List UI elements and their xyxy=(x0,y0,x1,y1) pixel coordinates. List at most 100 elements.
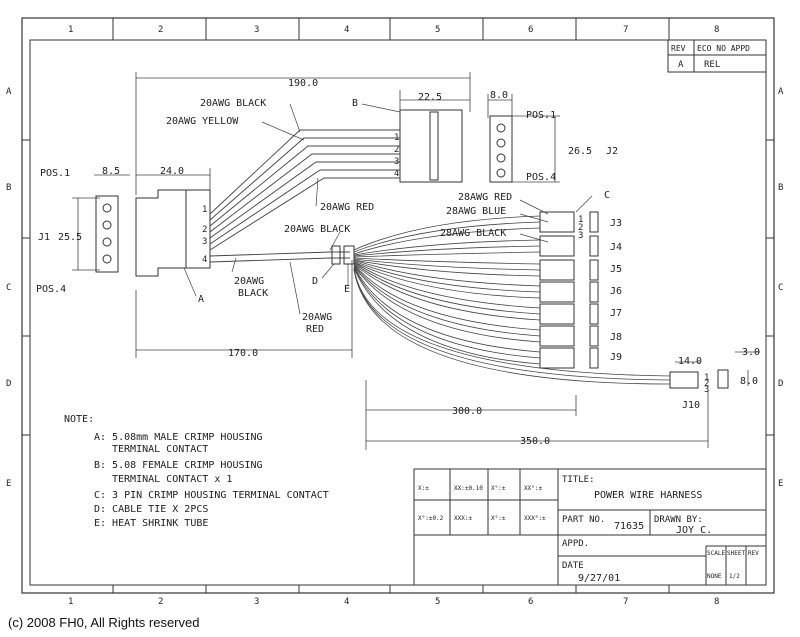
zone-top-2: 2 xyxy=(158,25,163,35)
part-value: 71635 xyxy=(614,521,644,532)
side-zone-letters: A B C D E A B C D E xyxy=(6,87,784,489)
zone-right-d: D xyxy=(778,379,783,389)
label-28awg-red: 28AWG RED xyxy=(458,192,512,203)
leader-lines xyxy=(183,103,593,315)
callout-a: A xyxy=(198,294,204,305)
branch-wires xyxy=(353,215,671,385)
zone-bottom-2: 2 xyxy=(158,597,163,607)
dim-170: 170.0 xyxy=(228,348,258,359)
zone-top-3: 3 xyxy=(254,25,259,35)
connector-j2-face xyxy=(489,115,513,183)
c-pin-1: 1 xyxy=(578,215,583,225)
note-a-1: A: 5.08mm MALE CRIMP HOUSING xyxy=(94,432,263,443)
label-20awg-yellow: 20AWG YELLOW xyxy=(166,116,239,127)
small-connectors xyxy=(539,211,729,389)
note-a-2: TERMINAL CONTACT xyxy=(112,444,208,455)
label-20awg-black-3b: BLACK xyxy=(238,288,268,299)
zone-bottom-1: 1 xyxy=(68,597,73,607)
j7-label: J7 xyxy=(610,308,622,319)
j2-pos1-label: POS.1 xyxy=(526,110,556,121)
dim-8-5: 8.5 xyxy=(102,166,120,177)
j10-label: J10 xyxy=(682,400,700,411)
j2-label: J2 xyxy=(606,146,618,157)
date-value: 9/27/01 xyxy=(578,573,620,584)
zone-right-e: E xyxy=(778,479,783,489)
j5-label: J5 xyxy=(610,264,622,275)
sheet-value: 1/2 xyxy=(729,573,740,580)
note-e: E: HEAT SHRINK TUBE xyxy=(94,518,208,529)
a-pin-1: 1 xyxy=(202,205,207,215)
notes-block: NOTE: A: 5.08mm MALE CRIMP HOUSING TERMI… xyxy=(64,414,329,529)
zone-left-a: A xyxy=(6,87,12,97)
note-b-2: TERMINAL CONTACT x 1 xyxy=(112,474,232,485)
connector-a-housing: 1 3 2 4 xyxy=(135,189,211,277)
label-20awg-red: 20AWG RED xyxy=(320,202,374,213)
zone-right-b: B xyxy=(778,183,783,193)
zone-top-8: 8 xyxy=(714,25,719,35)
dim-8-0-j2: 8.0 xyxy=(490,90,508,101)
zone-left-b: B xyxy=(6,183,11,193)
drawn-label: DRAWN BY: xyxy=(654,515,703,525)
zone-top-7: 7 xyxy=(623,25,628,35)
j1-label: J1 xyxy=(38,232,50,243)
part-label: PART NO. xyxy=(562,515,605,525)
copyright-text: (c) 2008 FH0, All Rights reserved xyxy=(8,615,200,630)
label-20awg-red-2a: 20AWG xyxy=(302,312,332,323)
note-b-1: B: 5.08 FEMALE CRIMP HOUSING xyxy=(94,460,263,471)
connector-b-housing: 1 2 3 4 xyxy=(394,109,463,183)
dim-25-5: 25.5 xyxy=(58,232,82,243)
j2-pos4-label: POS.4 xyxy=(526,172,556,183)
splice-tie xyxy=(331,245,355,265)
b-pin-2: 2 xyxy=(394,145,399,155)
notes-heading: NOTE: xyxy=(64,414,94,425)
dim-8-0-j10: 8.0 xyxy=(740,376,758,387)
zone-top-6: 6 xyxy=(528,25,533,35)
j10-pin-3: 3 xyxy=(704,385,709,395)
c-pin-3: 3 xyxy=(578,231,583,241)
zone-bottom-5: 5 xyxy=(435,597,440,607)
appd-label: APPD. xyxy=(562,539,589,549)
label-20awg-black-2: 20AWG BLACK xyxy=(284,224,350,235)
zone-right-a: A xyxy=(778,87,784,97)
dim-14-0: 14.0 xyxy=(678,356,702,367)
title-block-text: X:± XX:±0.10 X°:± XX°:± X°:±0.2 XXX:± X°… xyxy=(418,475,759,584)
date-label: DATE xyxy=(562,561,584,571)
zone-bottom-3: 3 xyxy=(254,597,259,607)
a-pin-3: 3 xyxy=(202,237,207,247)
tol-4: XX°:± xyxy=(524,485,542,492)
zone-left-c: C xyxy=(6,283,11,293)
label-28awg-black: 28AWG BLACK xyxy=(440,228,506,239)
wire-labels: 20AWG BLACK 20AWG YELLOW 20AWG RED 20AWG… xyxy=(166,98,512,335)
tol-1: X:± xyxy=(418,485,429,492)
tol-6: XXX:± xyxy=(454,515,472,522)
dim-22-5: 22.5 xyxy=(418,92,442,103)
bottom-zone-numbers: 1 2 3 4 5 6 7 8 xyxy=(68,597,719,607)
title-label: TITLE: xyxy=(562,475,595,485)
callout-letters: A B C D E xyxy=(198,98,610,305)
connector-j1-face xyxy=(95,195,119,273)
dim-190: 190.0 xyxy=(288,78,318,89)
j9-label: J9 xyxy=(610,352,622,363)
rel-value: REL xyxy=(704,60,720,70)
title-block xyxy=(413,468,767,586)
label-20awg-black: 20AWG BLACK xyxy=(200,98,266,109)
revision-block: REV ECO NO APPD A REL xyxy=(667,39,767,73)
connector-labels: J3 J4 J5 J6 J7 J8 J9 J10 xyxy=(610,218,700,411)
dimension-texts: 190.0 22.5 8.0 26.5 8.5 24.0 25.5 170.0 … xyxy=(58,78,760,447)
tol-7: X°:± xyxy=(491,515,506,522)
main-wire-bundle xyxy=(209,129,400,263)
j1-pos1-label: POS.1 xyxy=(40,168,70,179)
scale-label: SCALE xyxy=(707,550,725,557)
zone-bottom-6: 6 xyxy=(528,597,533,607)
tol-5: X°:±0.2 xyxy=(418,515,444,522)
c-pin-2: 2 xyxy=(578,223,583,233)
eco-header: ECO NO APPD xyxy=(697,44,750,53)
rev-label: REV xyxy=(748,550,759,557)
rev-header: REV xyxy=(671,44,686,53)
drawn-value: JOY C. xyxy=(676,525,712,536)
scale-value: NONE xyxy=(707,573,722,580)
dim-300: 300.0 xyxy=(452,406,482,417)
sheet-label: SHEET xyxy=(727,550,745,557)
dim-24-0: 24.0 xyxy=(160,166,184,177)
